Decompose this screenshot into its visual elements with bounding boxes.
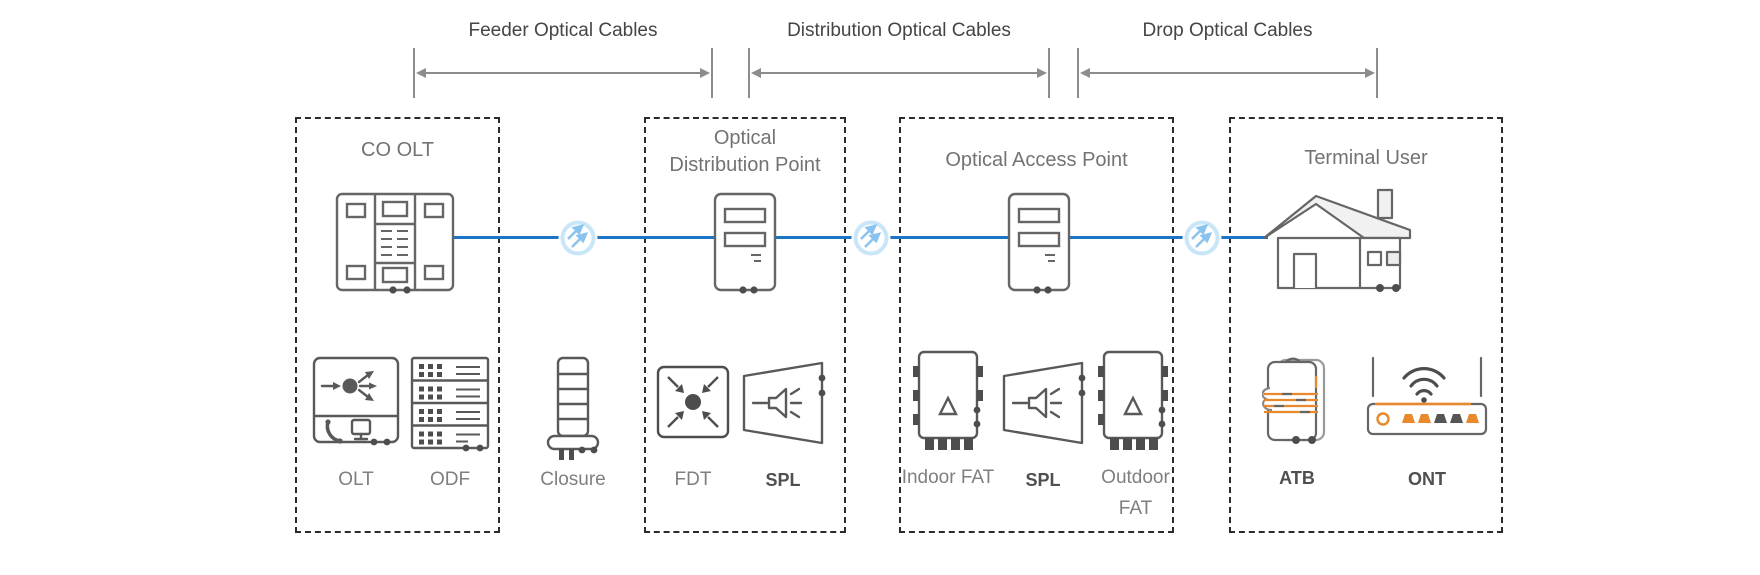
- fdt-label: FDT: [674, 469, 712, 490]
- outdoor-fat-label: Outdoor FAT: [1101, 467, 1170, 519]
- measure-feeder-cables: Feeder Optical Cables: [413, 20, 713, 102]
- measure-drop-cables: Drop Optical Cables: [1077, 20, 1378, 102]
- fiber-splice-icon: [849, 216, 893, 260]
- measure-end-bar: [1376, 48, 1378, 98]
- measure-end-bar: [711, 48, 713, 98]
- spl-label: SPL: [1025, 470, 1061, 490]
- feeder-cables-label: Feeder Optical Cables: [468, 20, 658, 41]
- distribution-cabinet-icon: [713, 192, 777, 296]
- double-arrow: [1080, 68, 1375, 78]
- fdt-icon: [656, 365, 730, 439]
- measure-distribution-cables: Distribution Optical Cables: [748, 20, 1050, 102]
- measure-end-bar: [748, 48, 750, 98]
- indoor-fat-icon: [911, 350, 985, 452]
- splitter-icon: [741, 360, 827, 446]
- fiber-splice-icon: [556, 216, 600, 260]
- zone-optical-access-point: Optical Access Point: [899, 117, 1174, 533]
- odf-icon: [410, 356, 490, 454]
- double-arrow: [416, 68, 710, 78]
- odf-label: ODF: [429, 469, 471, 490]
- closure-icon: [544, 356, 602, 462]
- measure-end-bar: [1048, 48, 1050, 98]
- zone-title-oap: Optical Access Point: [945, 149, 1128, 171]
- closure-label: Closure: [540, 469, 606, 490]
- splitter-icon: [1001, 360, 1087, 446]
- atb-label: ATB: [1279, 468, 1315, 488]
- distribution-cables-label: Distribution Optical Cables: [787, 20, 1011, 41]
- olt-icon: [312, 356, 400, 448]
- zone-title-terminal-user: Terminal User: [1304, 147, 1428, 169]
- zone-terminal-user: Terminal User: [1229, 117, 1503, 533]
- outdoor-fat-icon: [1096, 350, 1170, 452]
- drop-cables-label: Drop Optical Cables: [1142, 20, 1313, 41]
- double-arrow: [751, 68, 1047, 78]
- measure-end-bar: [1077, 48, 1079, 98]
- zone-title-co-olt: CO OLT: [361, 139, 434, 161]
- olt-cabinet-icon: [335, 192, 455, 296]
- zone-title-odp: Optical Distribution Point: [669, 127, 821, 176]
- olt-label: OLT: [338, 469, 374, 490]
- indoor-fat-label: Indoor FAT: [901, 467, 995, 488]
- ont-label: ONT: [1408, 469, 1446, 489]
- house-icon: [1260, 186, 1420, 294]
- ont-icon: [1366, 356, 1488, 436]
- measure-end-bar: [413, 48, 415, 98]
- access-cabinet-icon: [1007, 192, 1071, 296]
- fiber-splice-icon: [1180, 216, 1224, 260]
- zone-optical-distribution-point: Optical Distribution Point: [644, 117, 846, 533]
- zone-co-olt: CO OLT: [295, 117, 500, 533]
- spl-label: SPL: [765, 470, 801, 490]
- atb-icon: [1262, 348, 1332, 452]
